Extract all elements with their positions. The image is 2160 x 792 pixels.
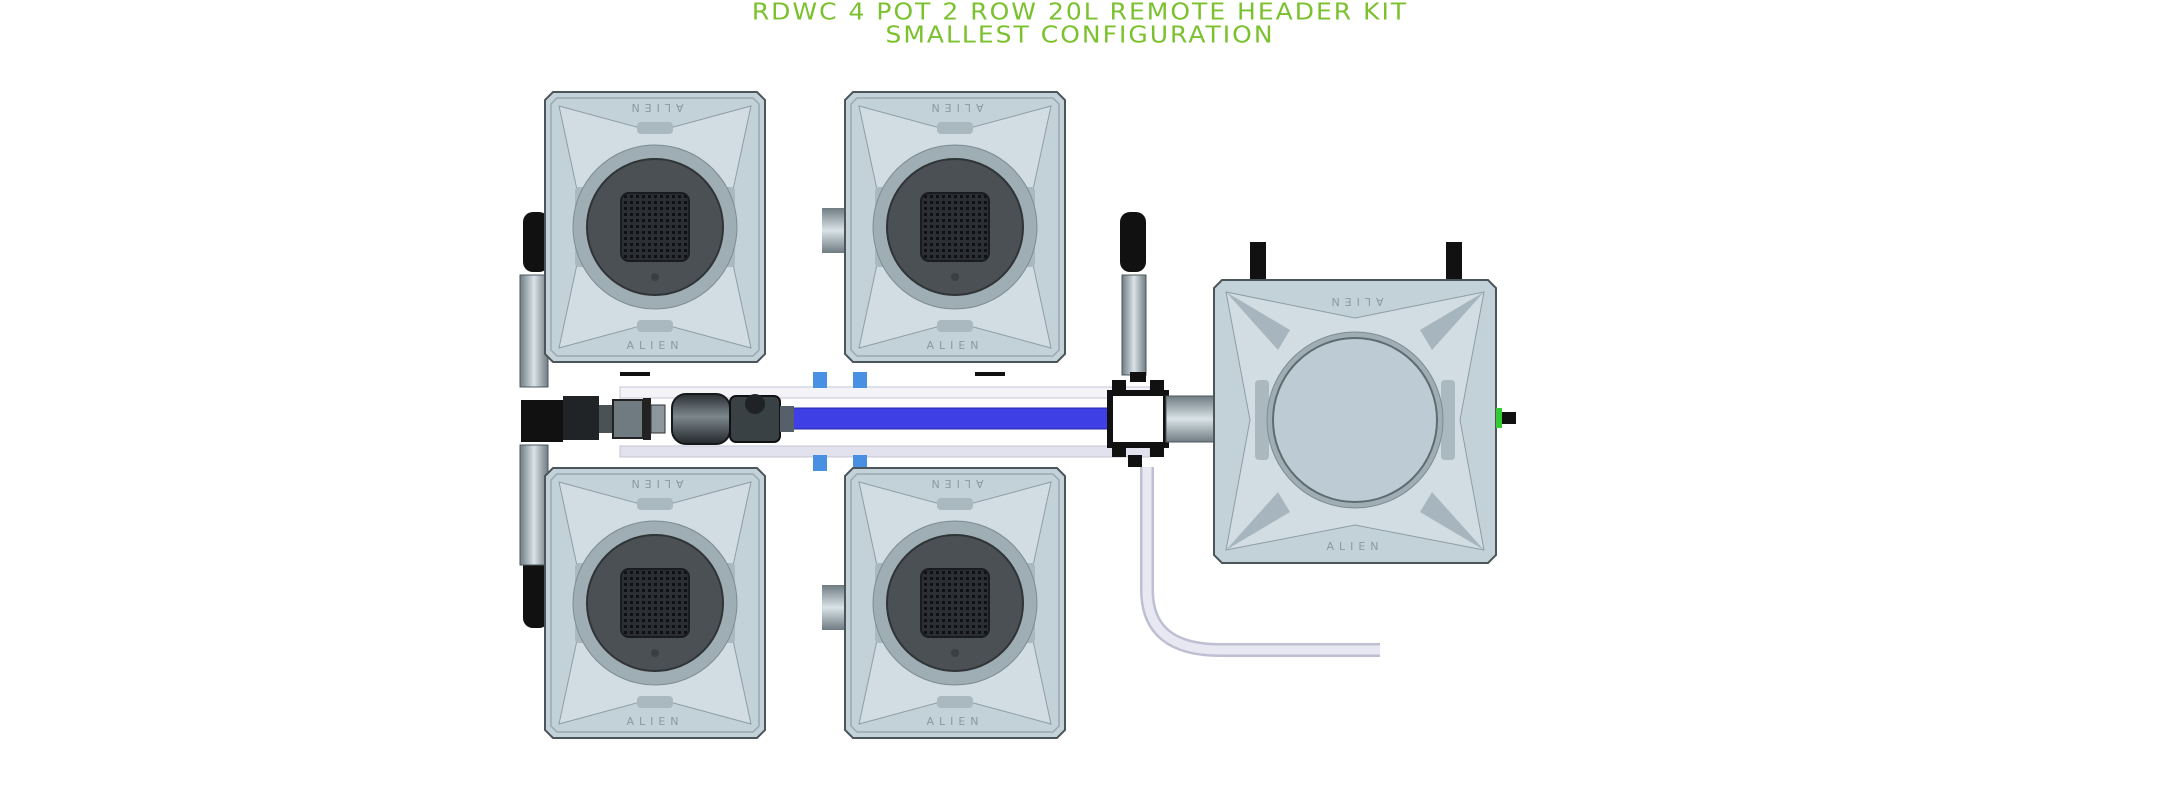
svg-text:ALIEN: ALIEN [1326,540,1383,553]
inline-pump [563,393,794,445]
pot-top-left [544,91,766,363]
title-line-1: RDWC 4 POT 2 ROW 20L REMOTE HEADER KIT [751,0,1409,25]
connector-top [822,208,848,253]
pot-top-right [844,91,1066,363]
pot-bottom-left [544,467,766,739]
pot-bottom-right [844,467,1066,739]
title-line-2: SMALLEST CONFIGURATION [885,21,1275,48]
drain-valve-icon [1502,412,1516,424]
diagram-title: RDWC 4 POT 2 ROW 20L REMOTE HEADER KIT S… [0,0,2160,46]
valve-green-collar [1496,408,1502,428]
left-return-loop [519,212,563,628]
connector-bottom [822,585,848,630]
remote-header-tank: ALIEN ALIEN [1213,242,1516,564]
svg-text:ALIEN: ALIEN [1326,295,1383,308]
right-return-loop [1120,212,1147,376]
header-tee [1107,372,1215,467]
